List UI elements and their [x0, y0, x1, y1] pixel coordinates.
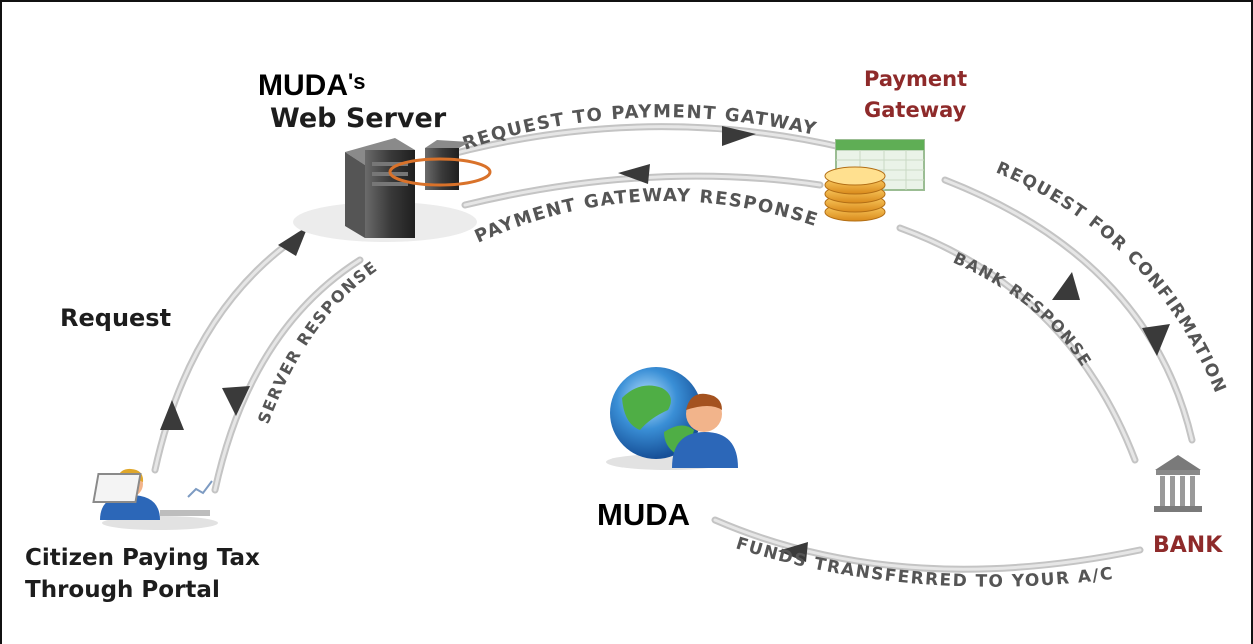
citizen-node: Citizen Paying Tax Through Portal: [25, 468, 260, 603]
flow-request-confirmation: REQUEST FOR CONFIRMATION: [993, 158, 1230, 397]
payment-gateway-subtitle: Gateway: [864, 98, 967, 122]
citizen-title: Citizen Paying Tax: [25, 545, 260, 571]
flow-arcs: [151, 123, 1196, 573]
arrow-server-response: [222, 386, 250, 416]
bank-title: BANK: [1153, 533, 1223, 558]
arrow-funds: [778, 542, 808, 562]
muda-node: MUDA: [597, 367, 738, 532]
arrow-request-gateway: [722, 126, 756, 146]
web-server-node: MUDA's Web Server: [258, 69, 492, 242]
web-server-subtitle: Web Server: [270, 103, 447, 134]
arrow-request-confirmation: [1142, 324, 1170, 356]
citizen-subtitle: Through Portal: [25, 577, 220, 603]
web-server-title: MUDA: [258, 69, 348, 102]
payment-gateway-node: Payment Gateway: [824, 67, 967, 222]
arrow-request-lower: [160, 400, 184, 430]
bank-node: BANK: [1153, 455, 1223, 558]
svg-text:MUDA's: MUDA's: [258, 69, 365, 102]
server-icon: [293, 138, 492, 242]
arrow-gateway-response: [618, 164, 650, 184]
citizen-computer-icon: [92, 468, 218, 530]
flow-arrowheads: [160, 126, 1170, 562]
arrow-request-upper: [278, 226, 308, 256]
muda-title: MUDA: [597, 497, 690, 532]
flow-bank-response: BANK RESPONSE: [950, 248, 1095, 370]
arrow-bank-response: [1052, 272, 1080, 300]
globe-user-icon: [606, 367, 738, 470]
payment-gateway-title: Payment: [864, 67, 967, 91]
web-server-apostrophe: 's: [348, 69, 365, 94]
flow-request: Request: [60, 304, 171, 332]
payment-gateway-icon: [824, 139, 925, 222]
bank-icon: [1154, 455, 1202, 512]
